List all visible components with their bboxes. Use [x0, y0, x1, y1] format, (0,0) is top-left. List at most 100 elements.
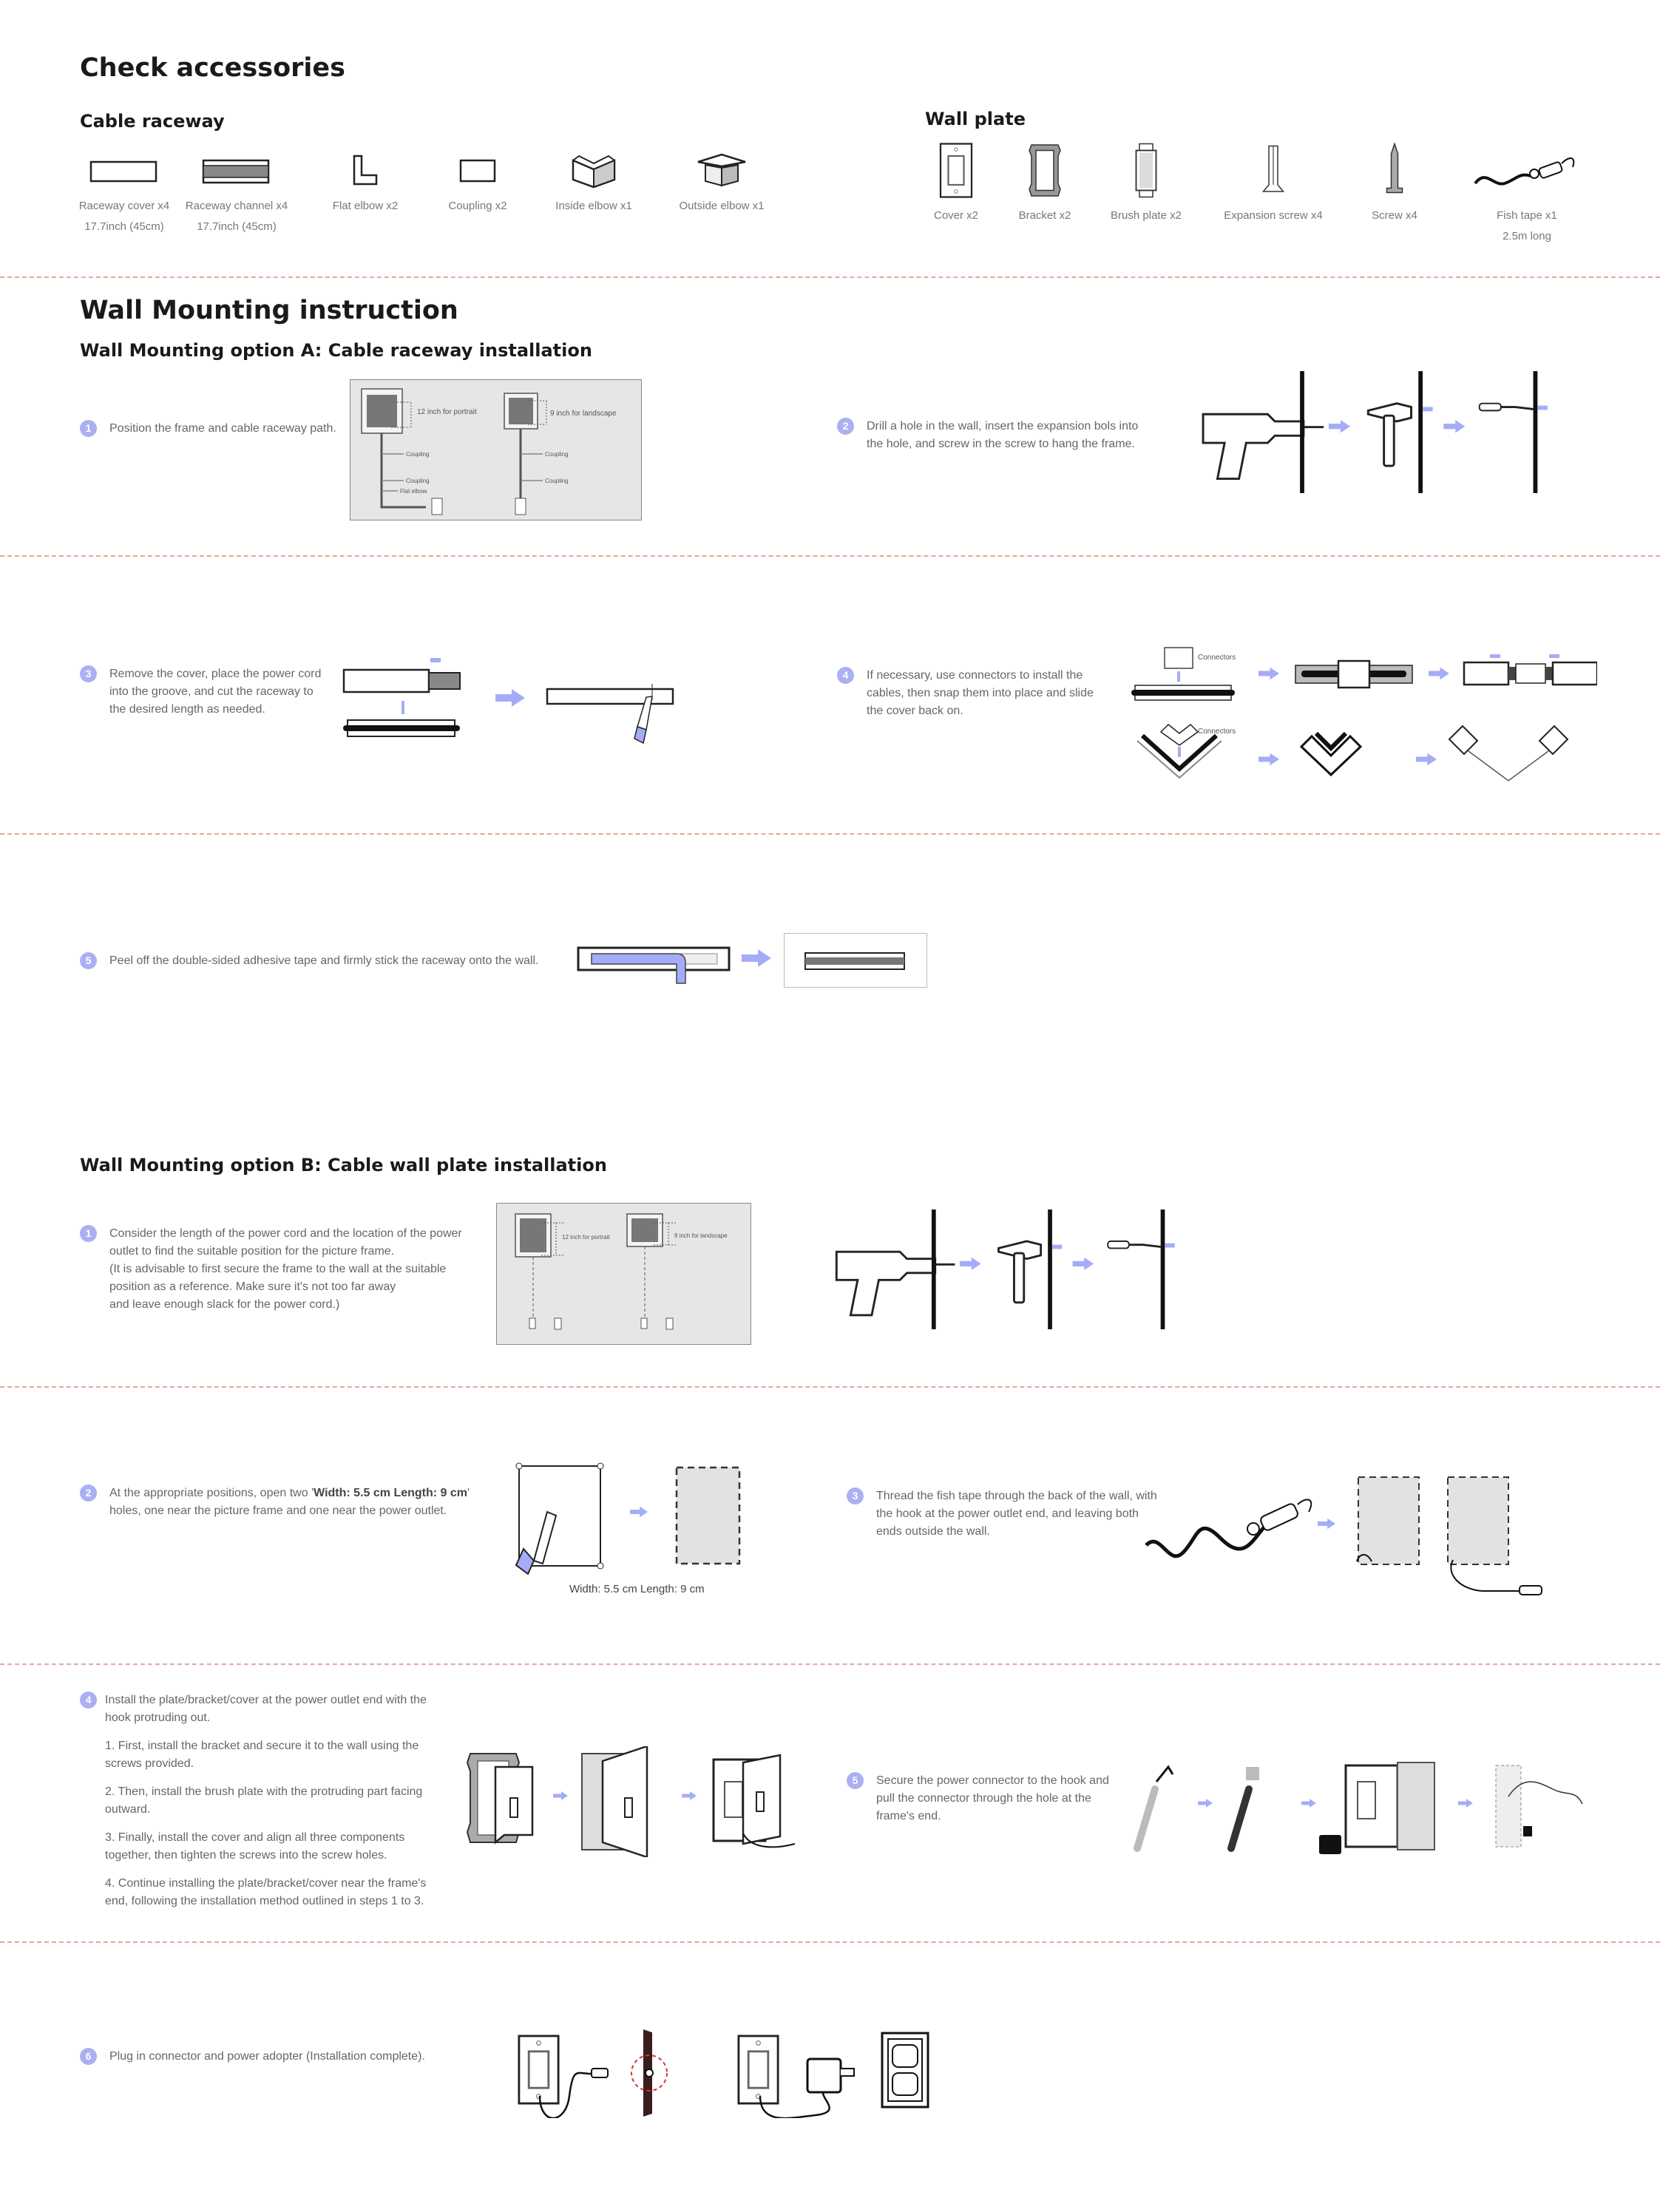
landscape-label: 9 inch for landscape: [674, 1232, 728, 1239]
accessory-label: Outside elbow x1: [679, 200, 765, 212]
step-b3: 3 Thread the fish tape through the back …: [847, 1487, 1157, 1541]
step-a5: 5 Peel off the double-sided adhesive tap…: [80, 952, 597, 970]
accessory-inside-elbow: Inside elbow x1: [512, 152, 675, 217]
accessory-label: Coupling x2: [448, 200, 507, 212]
connectors-label: Connectors: [1198, 654, 1236, 662]
brush-plate-icon: [1135, 143, 1157, 198]
expansion-screw-icon: [1261, 145, 1285, 192]
step-number-badge: 6: [80, 2048, 97, 2065]
step-number-badge: 5: [847, 1772, 864, 1789]
cut-raceway-illustration: [342, 658, 674, 744]
landscape-label: 9 inch for landscape: [550, 410, 617, 418]
accessory-bracket: Bracket x2: [963, 143, 1126, 226]
step-a4: 4 If necessary, use connectors to instal…: [837, 667, 1111, 720]
connectors-illustration: Connectors Connectors: [1131, 647, 1597, 781]
adhesive-tape-illustration: [577, 946, 731, 984]
flat-elbow-icon: [353, 155, 378, 186]
bracket-icon: [1029, 144, 1061, 197]
step-text-line: and leave enough slack for the power cor…: [109, 1298, 340, 1311]
step-text: Thread the fish tape through the back of…: [876, 1490, 1157, 1538]
divider: [0, 1663, 1660, 1665]
substep-text: 3. Finally, install the cover and align …: [105, 1831, 405, 1862]
accessory-note: 2.5m long: [1503, 230, 1551, 242]
coupling-label: Coupling: [406, 478, 430, 484]
raceway-channel-icon: [202, 159, 270, 184]
accessory-label: Inside elbow x1: [555, 200, 632, 212]
step-text: Remove the cover, place the power cord i…: [109, 668, 322, 716]
coupling-icon: [459, 159, 496, 183]
outside-elbow-icon: [697, 153, 746, 187]
accessory-fish-tape: Fish tape x1 2.5m long: [1446, 143, 1608, 247]
cut-hole-illustration: [515, 1462, 741, 1575]
accessory-label: Screw x4: [1372, 209, 1417, 222]
divider: [0, 276, 1660, 278]
cable-raceway-heading: Cable raceway: [80, 111, 225, 132]
step-number-badge: 3: [847, 1487, 864, 1504]
step-text: Plug in connector and power adopter (Ins…: [109, 2050, 425, 2063]
step-text: If necessary, use connectors to install …: [867, 669, 1094, 717]
secure-connector-illustration: [1134, 1762, 1583, 1854]
connectors-label: Connectors: [1198, 727, 1236, 736]
coupling-label: Coupling: [545, 451, 569, 458]
option-b-heading: Wall Mounting option B: Cable wall plate…: [80, 1155, 607, 1175]
instructions-title: Wall Mounting instruction: [80, 296, 458, 325]
step-text: Secure the power connector to the hook a…: [876, 1774, 1109, 1822]
accessory-label: Bracket x2: [1018, 209, 1071, 222]
screw-icon: [1386, 143, 1403, 194]
substep-text: 1. First, install the bracket and secure…: [105, 1740, 419, 1770]
step-a2: 2 Drill a hole in the wall, insert the e…: [837, 418, 1148, 453]
accessory-label: Raceway channel x4: [185, 200, 288, 212]
accessory-label: Expansion screw x4: [1224, 209, 1323, 222]
portrait-label: 12 inch for portrait: [562, 1234, 610, 1241]
step-text: Peel off the double-sided adhesive tape …: [109, 954, 539, 967]
accessory-screw: Screw x4: [1313, 143, 1476, 226]
option-a-heading: Wall Mounting option A: Cable raceway in…: [80, 340, 592, 361]
hole-size-caption: Width: 5.5 cm Length: 9 cm: [569, 1583, 705, 1595]
accessories-title: Check accessories: [80, 53, 345, 83]
fish-tape-icon: [1474, 157, 1575, 186]
portrait-label: 12 inch for portrait: [417, 408, 477, 416]
step-b2: 2 At the appropriate positions, open two…: [80, 1485, 479, 1520]
step-text-line: outlet to find the suitable position for…: [109, 1245, 395, 1258]
step-text: Drill a hole in the wall, insert the exp…: [867, 420, 1139, 450]
raceway-on-wall-result: [784, 933, 927, 988]
accessory-raceway-cover: Raceway cover x4 17.7inch (45cm): [43, 152, 206, 237]
coupling-label: Coupling: [545, 478, 569, 484]
step-b1: 1 Consider the length of the power cord …: [80, 1225, 494, 1314]
drill-hammer-screw-illustration: [1190, 371, 1560, 493]
substep-text: 2. Then, install the brush plate with th…: [105, 1785, 423, 1816]
accessory-label: Raceway cover x4: [78, 200, 170, 212]
divider: [0, 833, 1660, 835]
coupling-label: Coupling: [406, 451, 430, 458]
accessory-coupling: Coupling x2: [396, 152, 559, 217]
step-number-badge: 1: [80, 1225, 97, 1242]
step-number-badge: 1: [80, 420, 97, 437]
step-text-line: position as a reference. Make sure it's …: [109, 1280, 396, 1293]
accessory-cover: Cover x2: [875, 143, 1037, 226]
step-text: Install the plate/bracket/cover at the p…: [105, 1694, 427, 1724]
divider: [0, 1941, 1660, 1943]
step-text: At the appropriate positions, open two '…: [109, 1487, 470, 1517]
step-a1: 1 Position the frame and cable raceway p…: [80, 420, 346, 438]
position-diagram: 12 inch for portrait 9 inch for landscap…: [496, 1203, 751, 1345]
accessory-expansion-screw: Expansion screw x4: [1192, 143, 1355, 226]
step-number-badge: 2: [837, 418, 854, 435]
accessory-note: 17.7inch (45cm): [197, 220, 277, 233]
step-number-badge: 4: [837, 667, 854, 684]
accessory-label: Fish tape x1: [1497, 209, 1557, 222]
wall-plate-install-illustration: [466, 1746, 796, 1857]
accessory-flat-elbow: Flat elbow x2: [284, 152, 447, 217]
substep-text: 4. Continue installing the plate/bracket…: [105, 1877, 427, 1907]
position-diagram: 12 inch for portrait Coupling Coupling F…: [350, 379, 642, 520]
plug-in-illustration: [518, 2029, 929, 2118]
arrow-icon: [742, 949, 771, 967]
fish-tape-thread-illustration: [1145, 1476, 1542, 1595]
step-a3: 3 Remove the cover, place the power cord…: [80, 665, 331, 719]
accessory-label: Flat elbow x2: [332, 200, 399, 212]
raceway-cover-icon: [89, 160, 157, 183]
accessory-note: 17.7inch (45cm): [84, 220, 164, 233]
step-text: Position the frame and cable raceway pat…: [109, 422, 336, 435]
divider: [0, 555, 1660, 557]
inside-elbow-icon: [572, 155, 616, 189]
accessory-raceway-channel: Raceway channel x4 17.7inch (45cm): [155, 152, 318, 237]
